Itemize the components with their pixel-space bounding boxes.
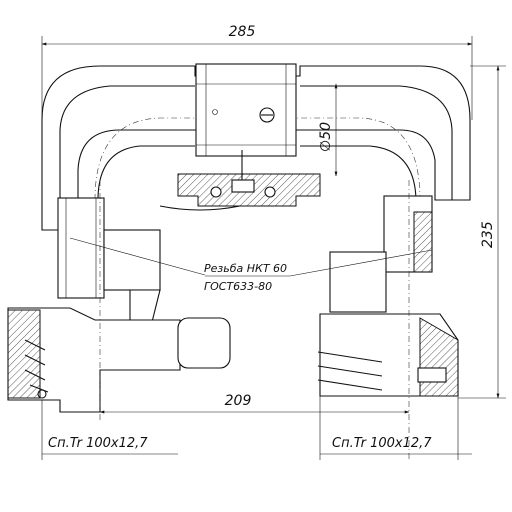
thread-right-label: Cп.Tr 100x12,7 <box>332 436 432 451</box>
elbow-body <box>41 65 471 231</box>
dimension-overall-width: 285 <box>41 24 473 120</box>
dimension-235-label: 235 <box>480 221 496 248</box>
thread-note: Резьба НКТ 60 ГОСТ633-80 <box>69 237 433 293</box>
thread-callout-right: Cп.Tr 100x12,7 <box>319 396 472 460</box>
seal-section <box>159 150 321 211</box>
thread-note-line2: ГОСТ633-80 <box>204 280 272 293</box>
left-leg <box>7 197 231 413</box>
centerlines <box>99 180 410 460</box>
thread-left-label: Cп.Tr 100x12,7 <box>48 436 148 451</box>
thread-note-line1: Резьба НКТ 60 <box>204 262 287 275</box>
dimension-bore-label: ∅50 <box>318 122 334 152</box>
dimension-209-label: 209 <box>225 393 252 409</box>
right-leg <box>317 195 459 397</box>
dimension-bore: ∅50 <box>318 83 338 177</box>
dimension-height: 235 <box>458 65 506 399</box>
swivel-block <box>195 63 297 157</box>
dimension-center-distance: 209 <box>99 393 410 414</box>
dimension-285-label: 285 <box>229 24 256 40</box>
thread-callout-left: Cп.Tr 100x12,7 <box>41 400 178 460</box>
